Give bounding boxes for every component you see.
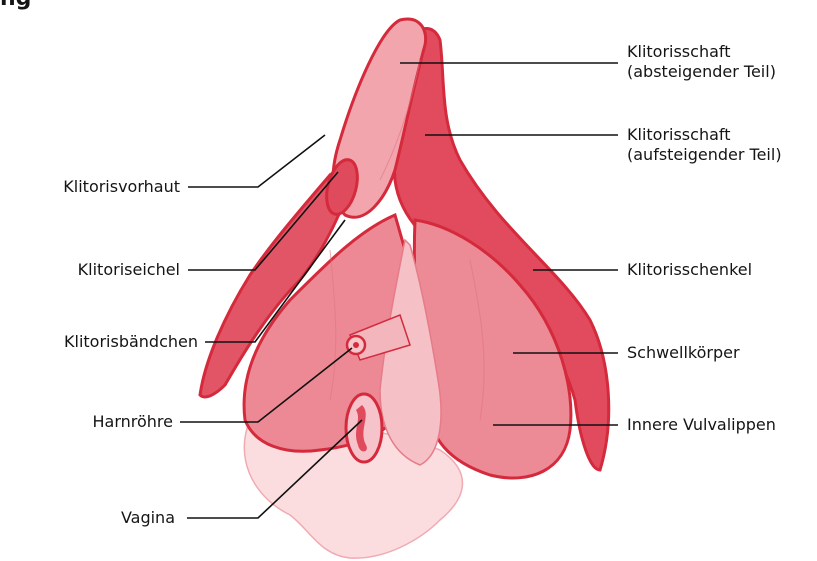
label-harnroehre: Harnröhre — [40, 412, 173, 432]
label-text: Klitoriseichel — [78, 260, 180, 279]
label-schwellkoerper: Schwellkörper — [627, 343, 740, 363]
label-klitoriseichel: Klitoriseichel — [30, 260, 180, 280]
label-line-1: Schwellkörper — [627, 343, 740, 363]
label-line-2: (absteigender Teil) — [627, 62, 776, 82]
label-text: Klitorisbändchen — [64, 332, 198, 351]
label-innere-vulvalippen: Innere Vulvalippen — [627, 415, 776, 435]
label-vagina: Vagina — [40, 508, 175, 528]
vaginal-opening — [346, 394, 382, 462]
label-line-2: (aufsteigender Teil) — [627, 145, 782, 165]
label-line-1: Klitorisschaft — [627, 42, 776, 62]
label-line-1: Innere Vulvalippen — [627, 415, 776, 435]
label-line-1: Klitorisschenkel — [627, 260, 752, 280]
urethra-meatus — [353, 342, 359, 348]
label-klitorisschaft-absteigend: Klitorisschaft (absteigender Teil) — [627, 42, 776, 82]
label-line-1: Klitorisschaft — [627, 125, 782, 145]
label-klitorisbaendchen: Klitorisbändchen — [8, 332, 198, 352]
label-klitorisschaft-aufsteigend: Klitorisschaft (aufsteigender Teil) — [627, 125, 782, 165]
label-klitorisvorhaut: Klitorisvorhaut — [30, 177, 180, 197]
label-text: Harnröhre — [93, 412, 174, 431]
label-klitorisschenkel: Klitorisschenkel — [627, 260, 752, 280]
leader-vorhaut — [188, 135, 325, 187]
label-text: Vagina — [121, 508, 175, 527]
label-text: Klitorisvorhaut — [63, 177, 180, 196]
